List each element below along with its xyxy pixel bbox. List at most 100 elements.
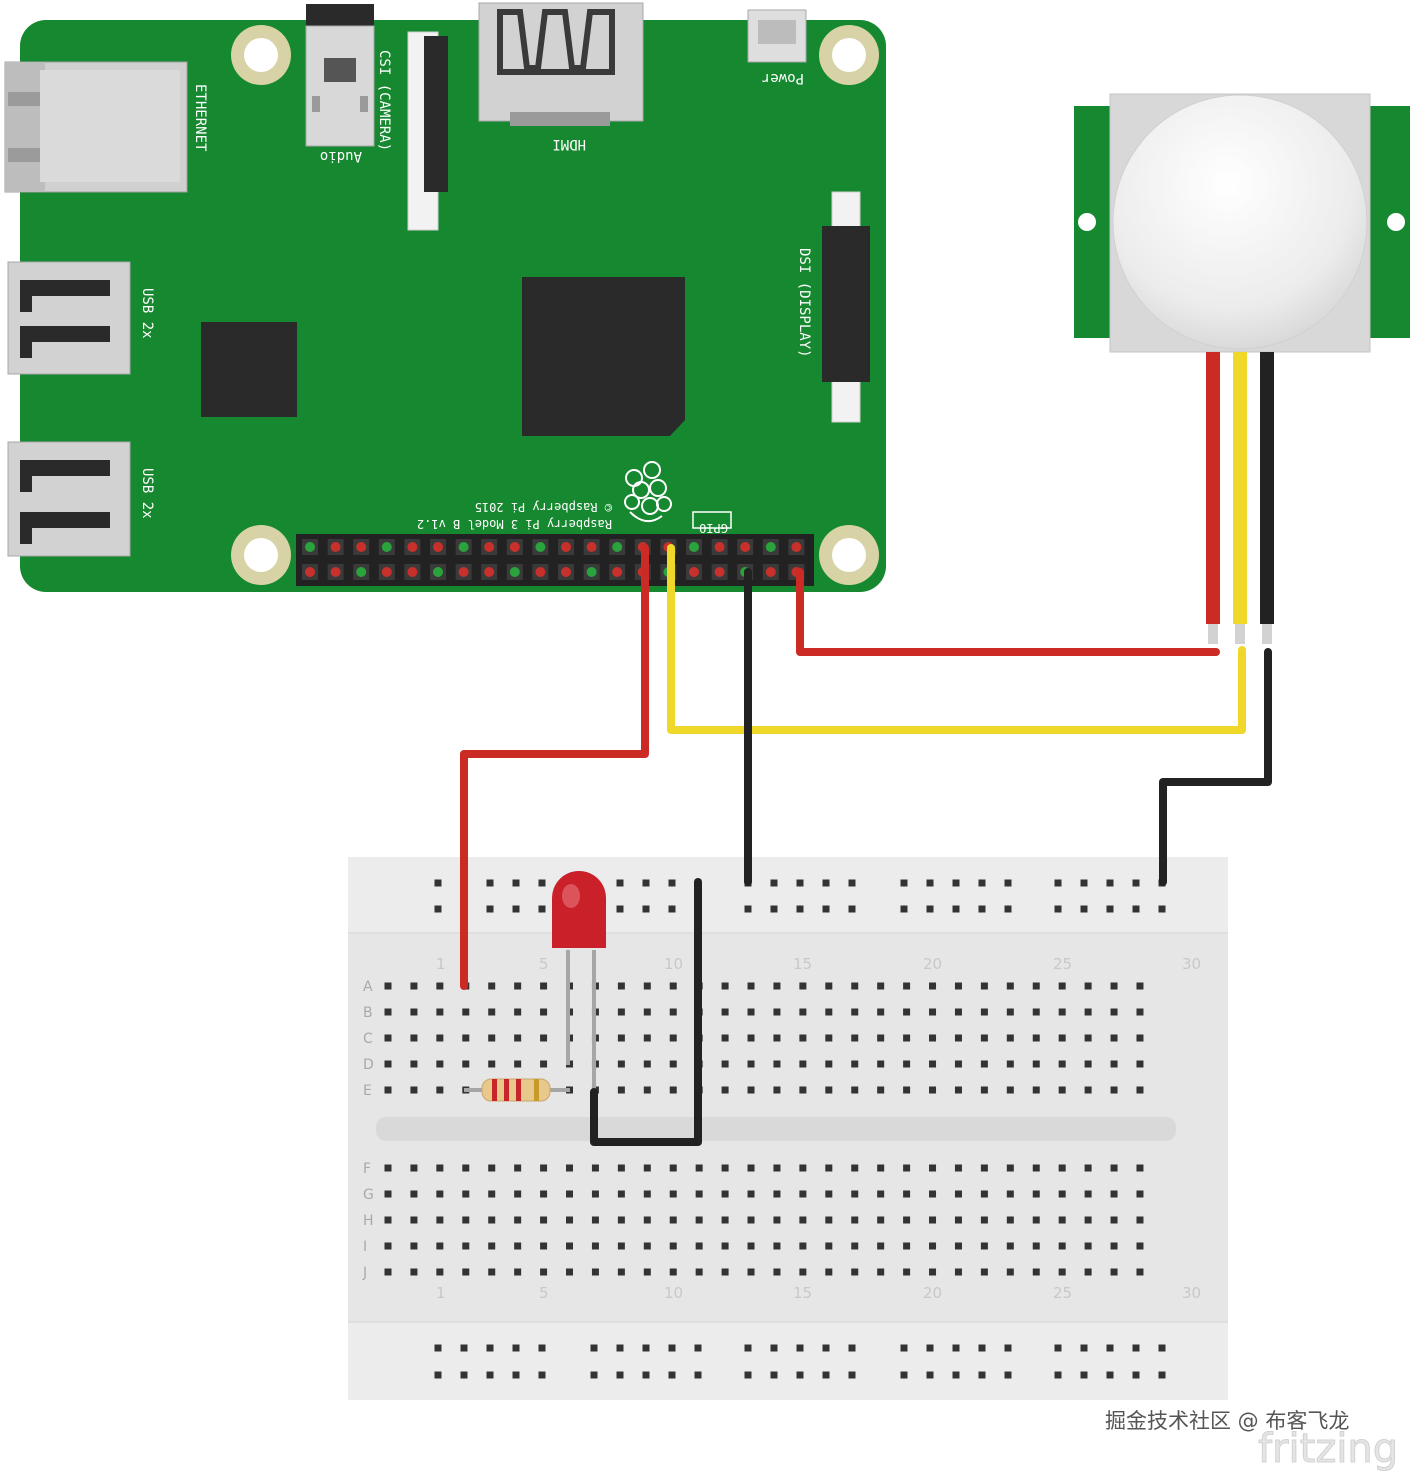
breadboard-hole xyxy=(954,1242,962,1250)
breadboard-hole xyxy=(617,1008,625,1016)
rail-hole xyxy=(1004,1344,1012,1352)
gpio-pin xyxy=(714,542,725,552)
bb-row-letter: C xyxy=(363,1031,373,1047)
lan-chip xyxy=(201,322,297,417)
breadboard-hole xyxy=(591,1164,599,1172)
breadboard-hole xyxy=(1058,1008,1066,1016)
breadboard-hole xyxy=(462,1060,470,1068)
breadboard-hole xyxy=(799,1086,807,1094)
rail-hole xyxy=(616,905,624,913)
rail-hole xyxy=(616,879,624,887)
rail-hole xyxy=(926,879,934,887)
breadboard-hole xyxy=(540,1216,548,1224)
gpio-pin xyxy=(458,567,469,577)
gpio-pin xyxy=(765,567,776,577)
rail-hole xyxy=(822,1371,830,1379)
breadboard-hole xyxy=(851,1216,859,1224)
rail-hole xyxy=(668,879,676,887)
rail-hole xyxy=(1080,1344,1088,1352)
breadboard-hole xyxy=(877,982,885,990)
breadboard-hole xyxy=(825,982,833,990)
breadboard-hole xyxy=(669,1008,677,1016)
breadboard-hole xyxy=(410,1164,418,1172)
breadboard: 1 5 10 15 20 25 30 1 5 10 15 20 25 30 A … xyxy=(348,857,1228,1400)
breadboard-hole xyxy=(929,1034,937,1042)
gpio-pin xyxy=(791,542,802,552)
rail-hole xyxy=(796,879,804,887)
breadboard-hole xyxy=(384,1268,392,1276)
breadboard-hole xyxy=(825,1164,833,1172)
breadboard-hole xyxy=(980,982,988,990)
bb-bottom-num: 5 xyxy=(539,1284,549,1302)
breadboard-hole xyxy=(514,1060,522,1068)
breadboard-hole xyxy=(1084,1190,1092,1198)
bb-row-letter: A xyxy=(363,979,373,995)
breadboard-hole xyxy=(436,1190,444,1198)
gpio-pin xyxy=(484,542,495,552)
breadboard-hole xyxy=(488,1190,496,1198)
gpio-pin xyxy=(305,567,315,577)
breadboard-hole xyxy=(514,1268,522,1276)
breadboard-hole xyxy=(617,1242,625,1250)
breadboard-hole xyxy=(462,1034,470,1042)
breadboard-hole xyxy=(799,1216,807,1224)
breadboard-hole xyxy=(747,1008,755,1016)
rail-hole xyxy=(952,1371,960,1379)
rail-hole xyxy=(822,879,830,887)
breadboard-hole xyxy=(591,1242,599,1250)
breadboard-hole xyxy=(851,1034,859,1042)
gpio-pin xyxy=(330,542,341,552)
breadboard-hole xyxy=(540,1060,548,1068)
bb-bottom-num: 1 xyxy=(436,1284,446,1302)
power-label: Power xyxy=(762,70,804,86)
breadboard-hole xyxy=(1006,1216,1014,1224)
breadboard-hole xyxy=(721,1008,729,1016)
rail-hole xyxy=(538,1344,546,1352)
rail-hole xyxy=(1132,879,1140,887)
breadboard-hole xyxy=(747,1268,755,1276)
resistor xyxy=(464,1078,570,1102)
breadboard-hole xyxy=(540,1242,548,1250)
breadboard-hole xyxy=(1032,1164,1040,1172)
breadboard-hole xyxy=(436,1216,444,1224)
audio-label: Audio xyxy=(320,148,362,164)
breadboard-hole xyxy=(643,1034,651,1042)
breadboard-hole xyxy=(851,1008,859,1016)
bb-bottom-num: 30 xyxy=(1182,1284,1201,1302)
breadboard-hole xyxy=(851,1164,859,1172)
usb-port-1 xyxy=(7,261,131,375)
breadboard-hole xyxy=(462,1268,470,1276)
breadboard-hole xyxy=(980,1034,988,1042)
breadboard-hole xyxy=(1006,1242,1014,1250)
rail-hole xyxy=(1106,1371,1114,1379)
rail-hole xyxy=(1054,905,1062,913)
breadboard-hole xyxy=(721,1190,729,1198)
breadboard-hole xyxy=(721,982,729,990)
rail-hole xyxy=(1004,1371,1012,1379)
led xyxy=(552,871,606,1090)
breadboard-hole xyxy=(1032,1060,1040,1068)
breadboard-hole xyxy=(1006,1164,1014,1172)
breadboard-bottom-numbers: 1 5 10 15 20 25 30 xyxy=(436,1284,1201,1302)
breadboard-hole xyxy=(980,1190,988,1198)
rail-hole xyxy=(744,905,752,913)
breadboard-hole xyxy=(1006,1086,1014,1094)
breadboard-hole xyxy=(825,1190,833,1198)
breadboard-hole xyxy=(799,1268,807,1276)
breadboard-hole xyxy=(980,1086,988,1094)
usb-label-1: USB 2x xyxy=(139,288,155,339)
breadboard-hole xyxy=(617,1060,625,1068)
rail-hole xyxy=(926,905,934,913)
bb-row-letter: G xyxy=(363,1187,374,1203)
breadboard-hole xyxy=(384,1060,392,1068)
breadboard-hole xyxy=(488,1008,496,1016)
rail-hole xyxy=(616,1344,624,1352)
breadboard-hole xyxy=(1084,1164,1092,1172)
rail-hole xyxy=(978,879,986,887)
breadboard-hole xyxy=(825,1060,833,1068)
black-wire-pir xyxy=(1159,648,1272,886)
rail-hole xyxy=(848,1344,856,1352)
breadboard-hole xyxy=(540,1268,548,1276)
breadboard-hole xyxy=(695,1190,703,1198)
gpio-pin xyxy=(535,567,546,577)
